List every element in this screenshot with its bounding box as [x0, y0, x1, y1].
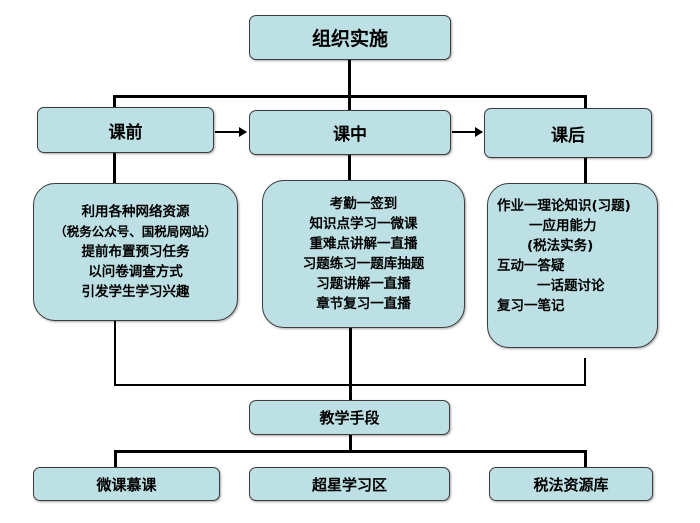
after-detail-line: 作业一理论知识(习题): [497, 198, 631, 214]
tool-label: 微课慕课: [96, 475, 157, 494]
after-detail-line: (税法实务): [527, 238, 594, 254]
root-label: 组织实施: [311, 28, 388, 50]
means-label: 教学手段: [319, 409, 380, 427]
phase-before: 课前: [37, 107, 214, 153]
before-to-detail-line: [113, 152, 116, 183]
during-detail-down-line: [349, 327, 352, 400]
branch-to-tool-3: [584, 450, 587, 468]
during-detail-line: 重难点讲解一直播: [309, 236, 418, 252]
tools-branch-line: [114, 450, 587, 453]
tool-label: 超星学习区: [311, 475, 387, 494]
tool-node-1: 微课慕课: [33, 467, 220, 501]
means-down-line: [349, 434, 352, 452]
after-detail-line: 一应用能力: [529, 218, 597, 234]
during-detail-line: 考勤一签到: [329, 196, 398, 212]
after-detail-down-line: [584, 358, 586, 386]
after-detail-line: 互动一答疑: [497, 258, 565, 274]
root-node: 组织实施: [249, 15, 451, 60]
before-detail-line: （税务公众号、国税局网站）: [54, 224, 217, 239]
tool-label: 税法资源库: [533, 475, 609, 494]
tool-node-2: 超星学习区: [249, 467, 450, 501]
branch-to-before: [113, 95, 116, 108]
branch-to-after: [584, 95, 587, 109]
means-node: 教学手段: [249, 400, 450, 435]
root-connector: [348, 60, 351, 110]
phase-during-label: 课中: [333, 125, 367, 145]
during-detail-box: 考勤一签到 知识点学习一微课 重难点讲解一直播 习题练习一题库抽题 习题讲解一直…: [262, 180, 465, 328]
phase-during: 课中: [249, 110, 451, 155]
during-detail-line: 知识点学习一微课: [309, 216, 418, 232]
tool-node-3: 税法资源库: [489, 467, 653, 501]
phase-before-label: 课前: [108, 122, 143, 143]
before-detail-line: 以问卷调查方式: [88, 264, 183, 280]
before-detail-line: 利用各种网络资源: [81, 204, 190, 220]
after-detail-box: 作业一理论知识(习题) 一应用能力 (税法实务) 互动一答疑 一话题讨论 复习一…: [487, 183, 658, 348]
before-detail-box: 利用各种网络资源 （税务公众号、国税局网站） 提前布置预习任务 以问卷调查方式 …: [33, 183, 238, 321]
after-to-detail-line: [584, 158, 587, 183]
arrow-before-to-during: [215, 127, 247, 137]
before-detail-line: 提前布置预习任务: [81, 244, 190, 260]
before-detail-line: 引发学生学习兴趣: [81, 284, 190, 300]
phase-after-label: 课后: [551, 125, 585, 146]
phase-branch-line: [113, 95, 587, 98]
arrow-during-to-after: [452, 127, 483, 137]
phase-after: 课后: [484, 108, 652, 158]
after-detail-line: 复习一笔记: [497, 298, 565, 314]
during-to-detail-line: [348, 155, 351, 180]
branch-to-tool-1: [114, 450, 117, 468]
during-detail-line: 习题讲解一直播: [316, 276, 411, 292]
after-detail-line: 一话题讨论: [537, 278, 605, 294]
during-detail-line: 习题练习一题库抽题: [302, 256, 425, 272]
before-detail-down-line: [114, 320, 116, 386]
during-detail-line: 章节复习一直播: [316, 296, 411, 312]
